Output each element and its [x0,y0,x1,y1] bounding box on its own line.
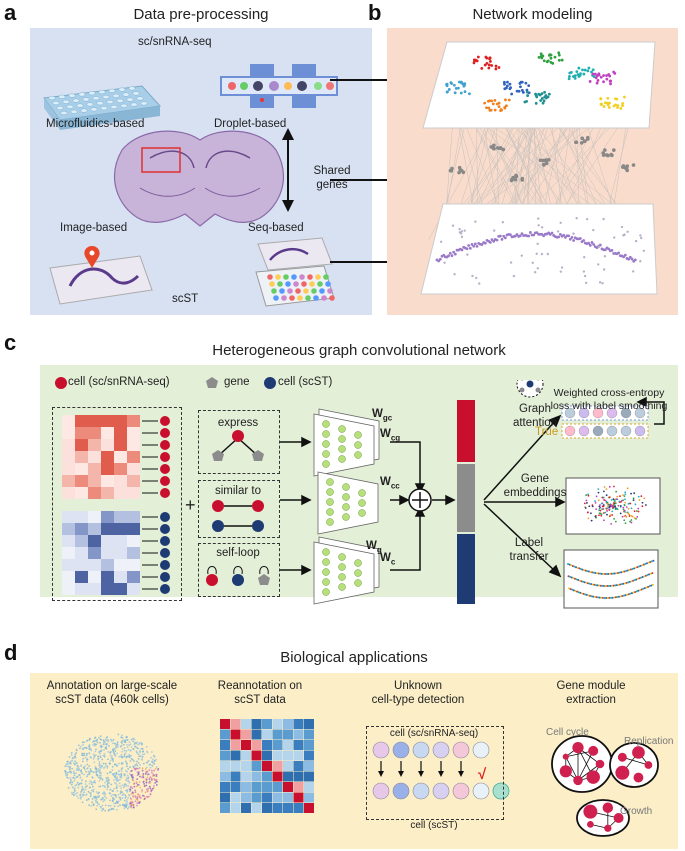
cell-st-embedding-bar [457,534,475,604]
droplet-tube-icon [220,64,338,108]
unknown-checkmark: √ [478,766,487,783]
express-label: express [217,417,259,429]
panel-a-heading: sc/snRNA-seq [138,36,212,48]
selfloop-label: self-loop [216,547,260,559]
selfloop-box [198,543,280,597]
seq-based-label: Seq-based [248,222,304,234]
cell-cycle-label: Cell cycle [546,727,589,738]
w-c-label: Wc [380,552,396,567]
panel-d-letter: d [4,640,18,665]
col4-label: Gene module extraction [556,680,626,706]
plus-sign: + [185,495,196,515]
microfluidics-label: Microfluidics-based [46,118,145,130]
growth-label: Growth [620,806,653,817]
label-transfer-label: Label transfer [509,537,549,563]
loss-label: Weighted cross-entropy loss with label s… [550,387,668,412]
shared-genes-arrow [282,128,294,212]
panel-c-letter: c [4,330,17,355]
legend-gene-label: gene [224,376,250,388]
gcn-architecture [280,400,475,605]
cell-sc-label: cell (sc/snRNA-seq) [389,728,479,739]
droplet-label: Droplet-based [214,118,287,130]
prediction-rows [561,405,649,439]
legend-gene-icon [206,377,218,388]
express-box [198,410,280,474]
w-cc-label: Wcc [380,476,400,491]
panel-a-letter: a [4,0,17,25]
similar-label: similar to [214,485,261,497]
brain-section-icon [114,130,284,227]
panel-b-letter: b [368,0,382,25]
legend-icons [55,377,276,389]
col2-label: Reannotation on scST data [217,680,303,706]
panel-c-title: Heterogeneous graph convolutional networ… [212,342,506,359]
legend-cell-st-icon [264,377,276,389]
spatial-layer [420,203,658,295]
label-transfer-plot [563,549,659,609]
shared-genes-label: Shared genes [313,165,351,191]
col3-label: Unknown cell-type detection [371,680,465,706]
unknown-detection-box [366,726,504,820]
legend-cell-sc-label: cell (sc/snRNA-seq) [68,376,170,388]
scst-label: scST [172,293,199,305]
panel-d-title: Biological applications [280,649,428,666]
panel-b-title: Network modeling [472,6,593,23]
graph-attention-icon [516,380,544,398]
relation-graphs [206,430,270,586]
w-g-label: Wg [366,540,382,555]
similar-graph [212,500,264,532]
true-label: True [535,426,559,438]
w-gc-label: Wgc [372,408,393,423]
gene-embedding-bar [457,464,475,532]
panel-d-illustrations [63,719,659,837]
output-branches [483,380,665,609]
replication-label: Replication [624,736,674,747]
cell-st-label: cell (scST) [410,820,458,831]
panel-a-illustration [43,64,338,307]
gene-embeddings-label: Gene embeddings [503,473,567,499]
selfloop-graph [206,566,270,586]
legend-cell-sc-icon [55,377,67,389]
seq-based-tissue-icon [255,237,335,307]
microfluidic-plate-icon [43,85,162,130]
w-cg-label: Wcg [380,428,401,443]
similar-box [198,480,280,538]
graph-attention-label: Graph attention [512,403,558,429]
legend-cell-st-label: cell (scST) [278,376,333,388]
col1-label: Annotation on large-scale scST data (460… [46,680,178,706]
image-based-tissue-icon [49,246,153,305]
cell-sc-embedding-bar [457,400,475,462]
panel-a-title: Data pre-processing [133,6,269,23]
express-graph [212,430,264,461]
input-matrices-box [52,407,182,601]
input-matrices [62,415,170,595]
network-layers-illustration [420,41,658,295]
cell-layer [422,41,656,129]
image-based-label: Image-based [60,222,128,234]
